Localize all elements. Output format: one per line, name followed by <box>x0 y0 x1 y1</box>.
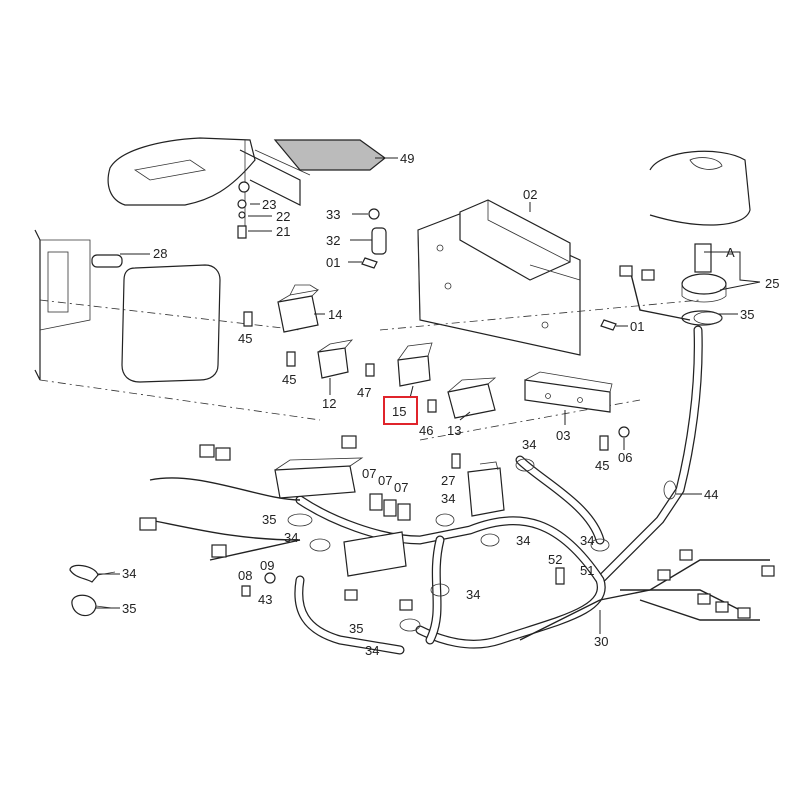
callout-52: 52 <box>548 552 562 567</box>
callout-02: 02 <box>523 187 537 202</box>
callout-32: 32 <box>326 233 340 248</box>
fasteners <box>237 181 630 597</box>
side-panel <box>34 229 321 421</box>
callout-07-b: 07 <box>378 473 392 488</box>
callout-09: 09 <box>260 558 274 573</box>
callout-46: 46 <box>419 423 433 438</box>
bracket-03 <box>524 371 613 413</box>
fuse-box <box>274 457 505 577</box>
callout-08: 08 <box>238 568 252 583</box>
callout-15: 15 <box>392 404 406 419</box>
callout-35-right: 35 <box>740 307 754 322</box>
callout-43: 43 <box>258 592 272 607</box>
callout-34-tie: 34 <box>122 566 136 581</box>
leader-lines <box>96 157 761 634</box>
callout-34-lower: 34 <box>466 587 480 602</box>
callout-14: 14 <box>328 307 342 322</box>
relay-12 <box>317 339 354 379</box>
callout-35-tie: 35 <box>122 601 136 616</box>
callout-35-left: 35 <box>262 512 276 527</box>
callout-34-left: 34 <box>284 530 298 545</box>
cable-ties <box>69 311 723 632</box>
callout-03: 03 <box>556 428 570 443</box>
callout-33: 33 <box>326 207 340 222</box>
callout-51: 51 <box>580 563 594 578</box>
callout-34-mid: 34 <box>516 533 530 548</box>
callout-22: 22 <box>276 209 290 224</box>
callout-34-bottom: 34 <box>365 643 379 658</box>
callout-30: 30 <box>594 634 608 649</box>
callout-47: 47 <box>357 385 371 400</box>
callout-13: 13 <box>447 423 461 438</box>
callout-01-right: 01 <box>630 319 644 334</box>
relay-13 <box>447 377 497 419</box>
harness-connectors <box>139 265 775 619</box>
callout-labels: 49 23 22 21 28 02 33 32 01 14 45 45 12 4… <box>122 151 779 658</box>
ignition-switch <box>649 150 751 326</box>
callout-27: 27 <box>441 473 455 488</box>
callout-23: 23 <box>262 197 276 212</box>
relay-14 <box>277 284 320 333</box>
mounting-bracket <box>379 199 701 441</box>
callout-45-a: 45 <box>238 331 252 346</box>
callout-21: 21 <box>276 224 290 239</box>
callout-07-c: 07 <box>394 480 408 495</box>
callout-45-b: 45 <box>282 372 296 387</box>
callout-06: 06 <box>618 450 632 465</box>
callout-35-bottom: 35 <box>349 621 363 636</box>
callout-01-upper: 01 <box>326 255 340 270</box>
callout-34-right: 34 <box>580 533 594 548</box>
callout-44: 44 <box>704 487 718 502</box>
relay-15 <box>397 342 433 387</box>
callout-45-c: 45 <box>595 458 609 473</box>
callout-12: 12 <box>322 396 336 411</box>
highlight-box <box>383 396 418 425</box>
callout-34-upper: 34 <box>522 437 536 452</box>
callout-25: 25 <box>765 276 779 291</box>
callout-07-a: 07 <box>362 466 376 481</box>
callout-A: A <box>726 245 735 260</box>
callout-34-center: 34 <box>441 491 455 506</box>
callout-28: 28 <box>153 246 167 261</box>
callout-49: 49 <box>400 151 414 166</box>
